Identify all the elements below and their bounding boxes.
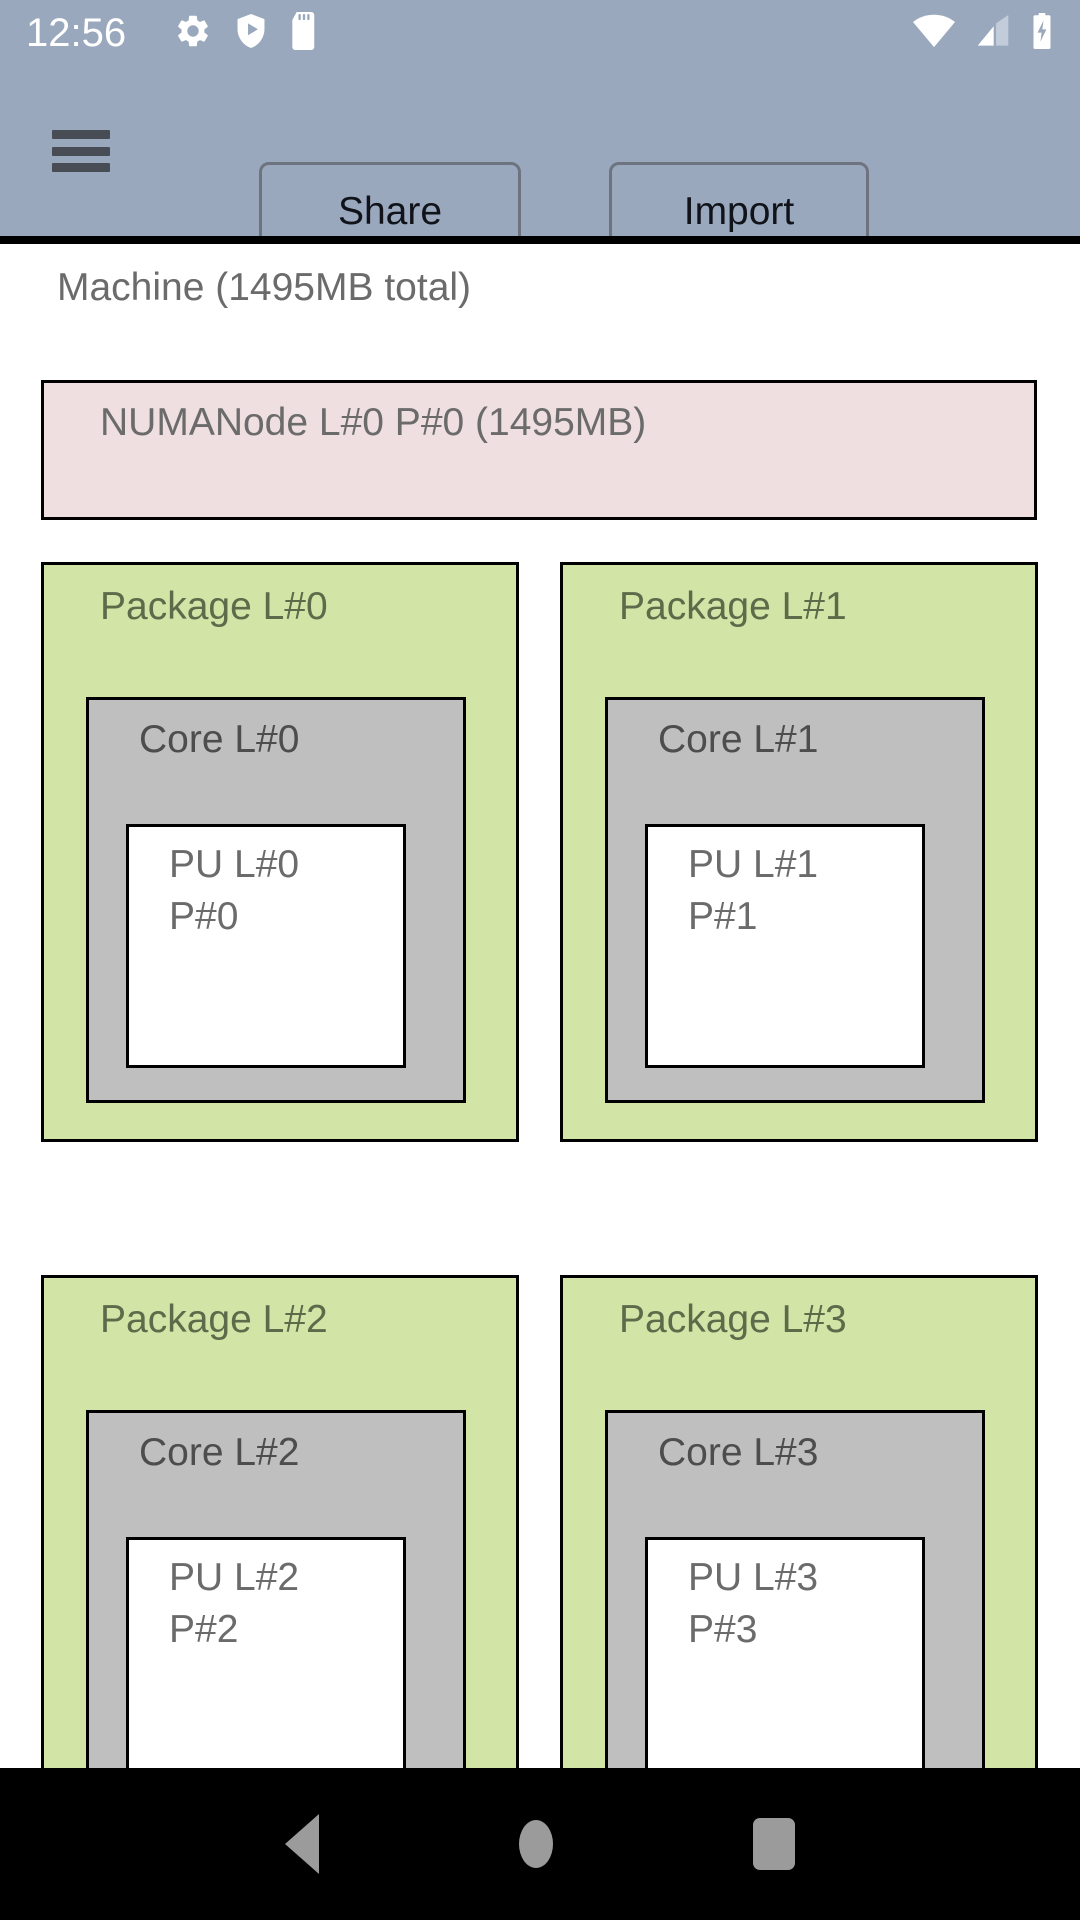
status-bar-clock: 12:56 — [26, 11, 127, 55]
status-bar-left: 12:56 — [26, 11, 318, 55]
package-label: Package L#0 — [100, 585, 328, 628]
hamburger-bar — [52, 163, 110, 172]
pu-box[interactable]: PU L#0 P#0 — [126, 824, 406, 1068]
hamburger-menu-icon[interactable] — [52, 130, 110, 172]
pu-logical-label: PU L#3 — [688, 1556, 819, 1599]
core-label: Core L#2 — [139, 1431, 300, 1474]
topology-canvas[interactable]: Machine (1495MB total) NUMANode L#0 P#0 … — [0, 244, 1080, 1768]
core-label: Core L#3 — [658, 1431, 819, 1474]
package-box[interactable]: Package L#1 Core L#1 PU L#1 P#1 — [560, 562, 1038, 1142]
shield-play-icon — [234, 12, 268, 55]
pu-box[interactable]: PU L#1 P#1 — [645, 824, 925, 1068]
status-bar-right — [912, 12, 1054, 54]
core-box[interactable]: Core L#2 PU L#2 P#2 — [86, 1410, 466, 1768]
battery-charging-icon — [1030, 12, 1054, 54]
pu-box[interactable]: PU L#2 P#2 — [126, 1537, 406, 1768]
core-box[interactable]: Core L#0 PU L#0 P#0 — [86, 697, 466, 1103]
numanode-label: NUMANode L#0 P#0 (1495MB) — [100, 401, 647, 444]
hamburger-bar — [52, 130, 110, 139]
core-box[interactable]: Core L#3 PU L#3 P#3 — [605, 1410, 985, 1768]
recents-square-icon[interactable] — [753, 1818, 795, 1870]
pu-physical-label: P#1 — [688, 895, 758, 938]
android-navigation-bar — [0, 1768, 1080, 1920]
package-label: Package L#1 — [619, 585, 847, 628]
app-bar: Share Import — [0, 66, 1080, 262]
pu-physical-label: P#0 — [169, 895, 239, 938]
pu-logical-label: PU L#1 — [688, 843, 819, 886]
core-box[interactable]: Core L#1 PU L#1 P#1 — [605, 697, 985, 1103]
home-circle-icon[interactable] — [519, 1820, 553, 1868]
package-label: Package L#2 — [100, 1298, 328, 1341]
pu-logical-label: PU L#0 — [169, 843, 300, 886]
numanode-box[interactable]: NUMANode L#0 P#0 (1495MB) — [41, 380, 1037, 520]
back-triangle-icon[interactable] — [285, 1814, 319, 1874]
pu-logical-label: PU L#2 — [169, 1556, 300, 1599]
wifi-icon — [912, 14, 956, 53]
pu-physical-label: P#3 — [688, 1608, 758, 1651]
hamburger-bar — [52, 146, 110, 156]
package-box[interactable]: Package L#2 Core L#2 PU L#2 P#2 — [41, 1275, 519, 1768]
machine-label: Machine (1495MB total) — [57, 266, 472, 309]
core-label: Core L#1 — [658, 718, 819, 761]
pu-box[interactable]: PU L#3 P#3 — [645, 1537, 925, 1768]
sd-card-icon — [290, 11, 318, 55]
pu-physical-label: P#2 — [169, 1608, 239, 1651]
package-box[interactable]: Package L#0 Core L#0 PU L#0 P#0 — [41, 562, 519, 1142]
core-label: Core L#0 — [139, 718, 300, 761]
package-label: Package L#3 — [619, 1298, 847, 1341]
gear-icon — [174, 12, 212, 55]
cellular-signal-icon — [974, 14, 1012, 53]
app-bar-separator — [0, 236, 1080, 244]
package-box[interactable]: Package L#3 Core L#3 PU L#3 P#3 — [560, 1275, 1038, 1768]
status-bar: 12:56 — [0, 0, 1080, 66]
